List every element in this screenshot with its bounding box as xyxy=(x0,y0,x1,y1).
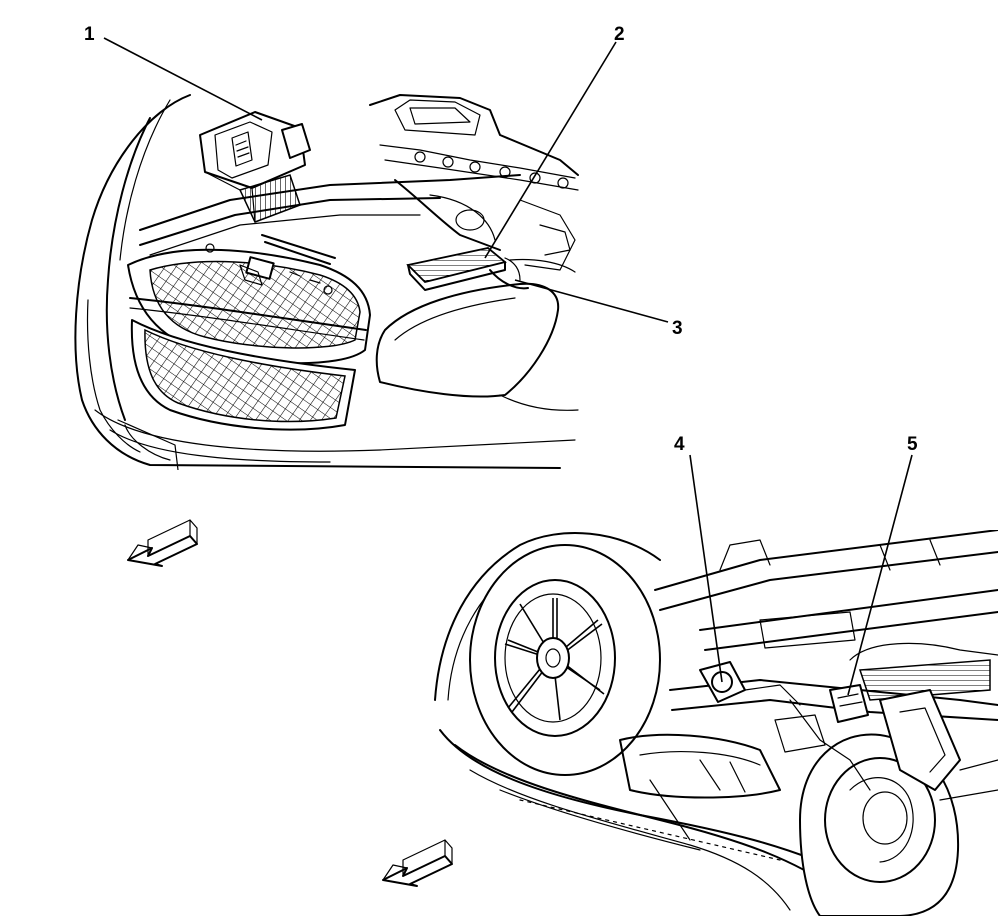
module-2 xyxy=(406,247,507,291)
callout-4-label: 4 xyxy=(674,434,685,455)
callout-2-leader xyxy=(484,41,617,259)
front-direction-arrow xyxy=(127,519,198,567)
callout-3-label: 3 xyxy=(672,318,683,339)
engine-bay-view xyxy=(74,94,579,470)
callout-5-leader xyxy=(847,454,913,696)
callout-1-leader xyxy=(103,37,263,121)
module-1 xyxy=(199,111,311,223)
callout-4-leader xyxy=(689,454,723,683)
callout-1-label: 1 xyxy=(84,24,95,45)
underbody-view xyxy=(434,530,998,916)
callout-3-leader xyxy=(514,279,669,323)
callout-5-label: 5 xyxy=(907,434,918,455)
front-direction-arrow xyxy=(382,839,453,887)
callout-2-label: 2 xyxy=(614,24,625,45)
